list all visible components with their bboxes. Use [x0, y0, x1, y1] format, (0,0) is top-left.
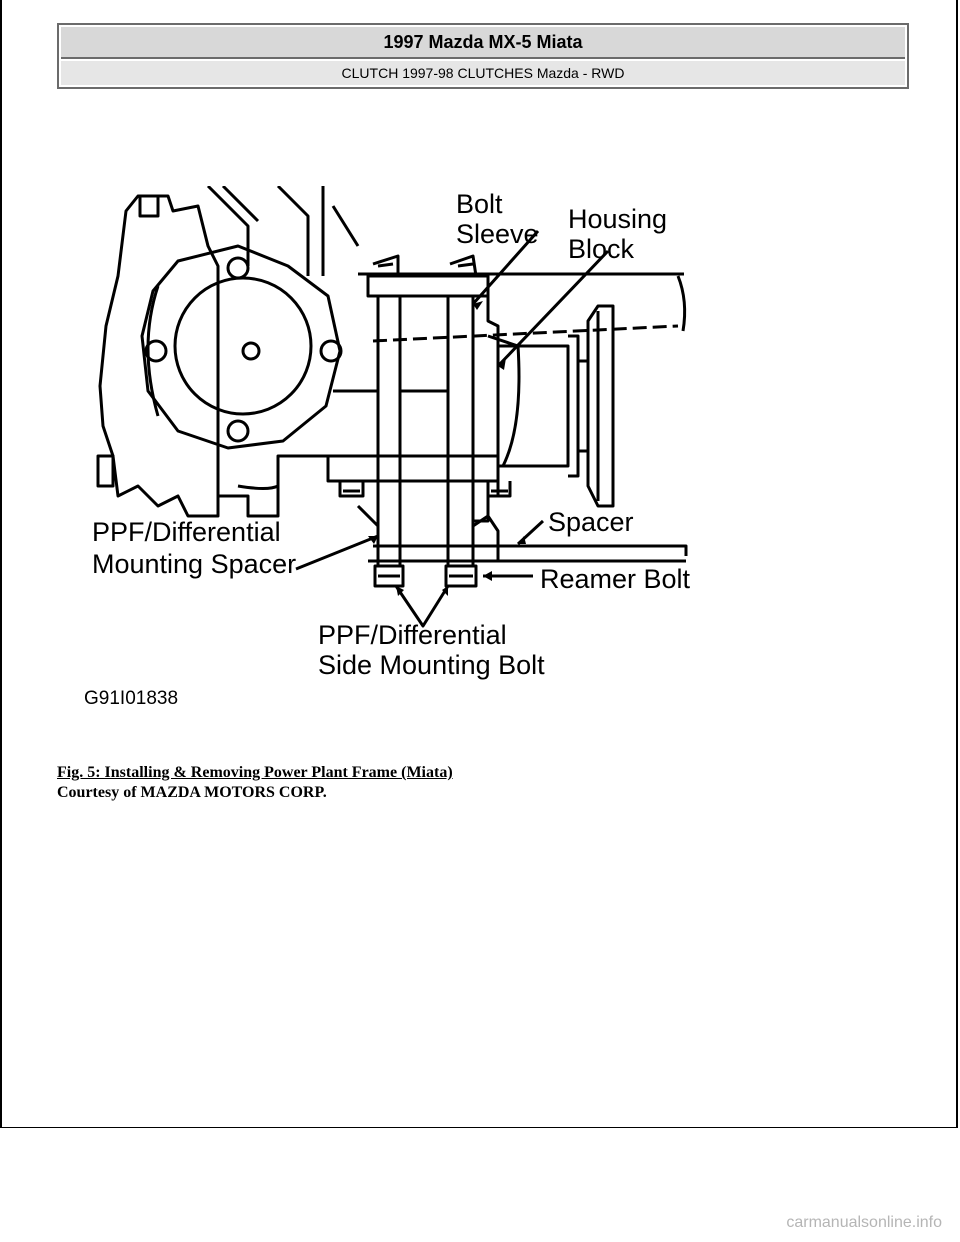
label-block: Block — [568, 234, 635, 264]
label-mounting-spacer-2: Mounting Spacer — [92, 549, 296, 579]
label-side-bolt-1: PPF/Differential — [318, 620, 507, 650]
label-housing: Housing — [568, 204, 667, 234]
caption-courtesy: Courtesy of MAZDA MOTORS CORP. — [57, 784, 327, 801]
figure-code: G91I01838 — [84, 688, 178, 709]
header-title: 1997 Mazda MX-5 Miata — [61, 27, 905, 59]
label-bolt: Bolt — [456, 189, 503, 219]
document-header: 1997 Mazda MX-5 Miata CLUTCH 1997-98 CLU… — [57, 23, 909, 89]
label-sleeve: Sleeve — [456, 219, 539, 249]
header-subtitle: CLUTCH 1997-98 CLUTCHES Mazda - RWD — [61, 61, 905, 85]
figure-caption: Fig. 5: Installing & Removing Power Plan… — [57, 763, 757, 803]
label-mounting-spacer-1: PPF/Differential — [92, 517, 281, 547]
label-reamer-bolt: Reamer Bolt — [540, 564, 691, 594]
figure-illustration: Bolt Sleeve Housing Block Spacer Reamer … — [78, 186, 698, 716]
label-side-bolt-2: Side Mounting Bolt — [318, 650, 545, 680]
watermark: carmanualsonline.info — [786, 1214, 942, 1231]
caption-title: Fig. 5: Installing & Removing Power Plan… — [57, 764, 453, 781]
label-spacer: Spacer — [548, 507, 634, 537]
page-frame — [0, 0, 958, 1128]
ppf-diagram: Bolt Sleeve Housing Block Spacer Reamer … — [84, 186, 691, 709]
